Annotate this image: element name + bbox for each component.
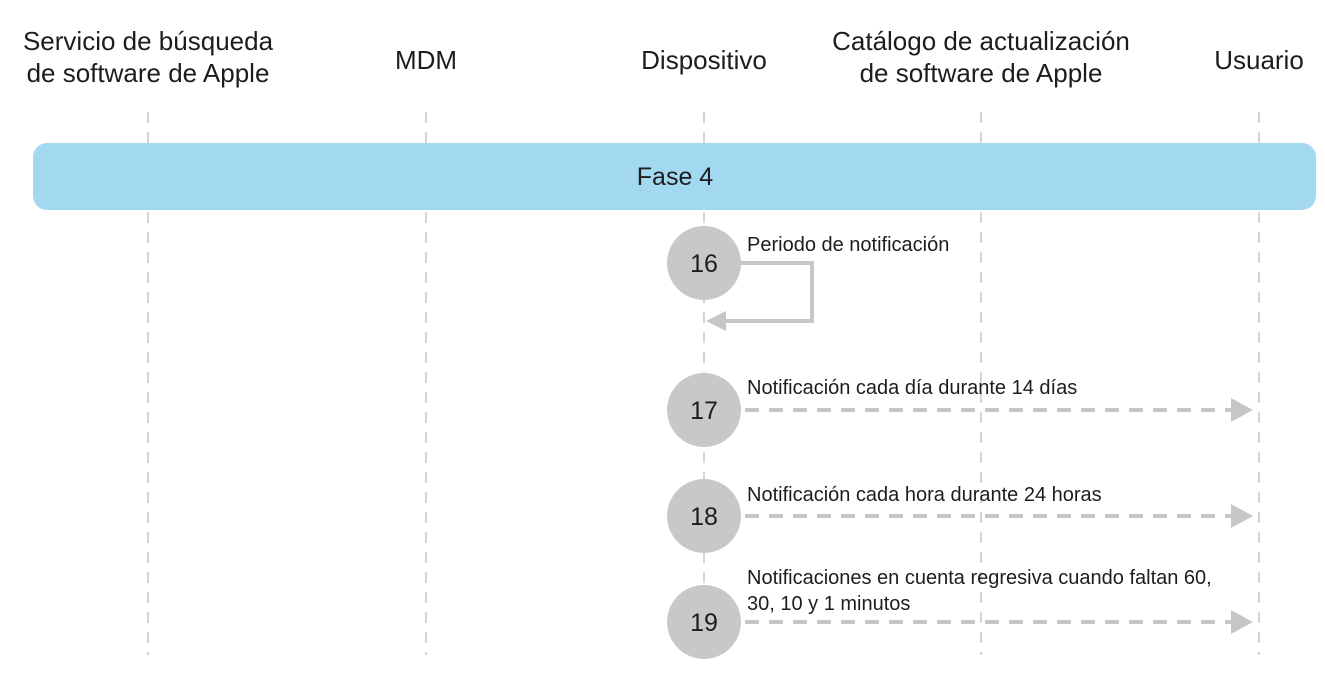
step-label-line: 30, 10 y 1 minutos — [747, 593, 910, 615]
step-circle — [667, 479, 741, 553]
step-number: 18 — [690, 503, 718, 531]
self-loop-arrow-head — [706, 311, 726, 331]
lane-title-line: Catálogo de actualización — [832, 26, 1130, 56]
step-label: Notificaciones en cuenta regresiva cuand… — [747, 567, 1212, 615]
lane-title-line: de software de Apple — [27, 58, 270, 88]
step-label: Notificación cada hora durante 24 horas — [747, 484, 1102, 506]
lane-title-line: MDM — [395, 45, 457, 75]
lane-title-line: Servicio de búsqueda — [23, 26, 274, 56]
phase-bar: Fase 4 — [33, 143, 1316, 210]
message-arrow-head — [1231, 610, 1253, 634]
message-arrow-head — [1231, 504, 1253, 528]
step-circle — [667, 226, 741, 300]
step-circle — [667, 373, 741, 447]
message-arrow-head — [1231, 398, 1253, 422]
lane-title-line: Usuario — [1214, 45, 1304, 75]
phase-bar-background — [33, 143, 1316, 210]
step-label-line: Notificación cada día durante 14 días — [747, 377, 1077, 399]
step-label: Periodo de notificación — [747, 234, 949, 256]
lane-title-line: Dispositivo — [641, 45, 767, 75]
step-label-line: Notificaciones en cuenta regresiva cuand… — [747, 567, 1212, 589]
step-17: 17 Notificación cada día durante 14 días — [667, 373, 1253, 447]
step-19: 19 Notificaciones en cuenta regresiva cua… — [667, 567, 1253, 659]
lane-title-mdm: MDM — [395, 45, 457, 75]
step-16: 16 Periodo de notificación — [667, 226, 949, 331]
step-label: Notificación cada día durante 14 días — [747, 377, 1077, 399]
step-number: 16 — [690, 250, 718, 278]
step-label-line: Periodo de notificación — [747, 234, 949, 256]
self-loop-arrow-line — [724, 261, 814, 323]
step-number: 17 — [690, 397, 718, 425]
step-number: 19 — [690, 609, 718, 637]
lane-title-user: Usuario — [1214, 45, 1304, 75]
lane-title-line: de software de Apple — [860, 58, 1103, 88]
lane-title-device: Dispositivo — [641, 45, 767, 75]
phase-label: Fase 4 — [637, 163, 714, 191]
step-label-line: Notificación cada hora durante 24 horas — [747, 484, 1102, 506]
step-18: 18 Notificación cada hora durante 24 hora… — [667, 479, 1253, 553]
step-circle — [667, 585, 741, 659]
